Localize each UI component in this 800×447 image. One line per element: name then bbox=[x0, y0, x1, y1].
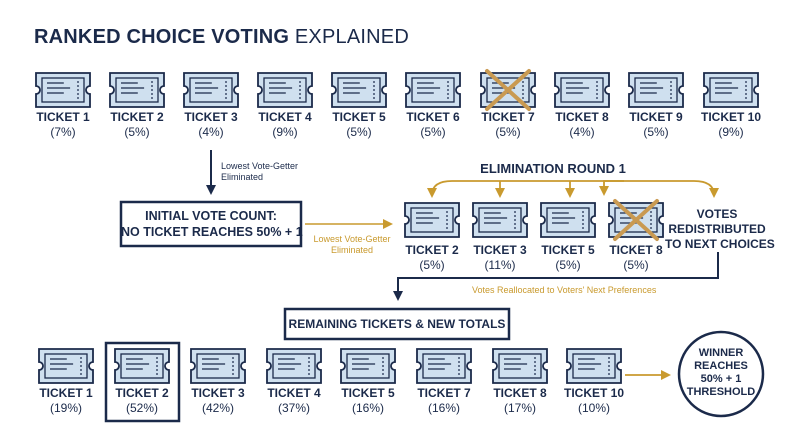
ticket-label: TICKET 9(5%) bbox=[629, 110, 683, 139]
ticket-label: TICKET 5(16%) bbox=[341, 386, 395, 415]
ticket-label: TICKET 8(17%) bbox=[493, 386, 547, 415]
reallocated-note: Votes Reallocated to Voters' Next Prefer… bbox=[472, 285, 657, 295]
title-bold: RANKED CHOICE VOTING bbox=[34, 26, 290, 48]
ticket-icon bbox=[340, 348, 396, 384]
ticket-label: TICKET 7(16%) bbox=[417, 386, 471, 415]
ticket-label: TICKET 3(11%) bbox=[473, 243, 527, 272]
initial-vote-box bbox=[119, 200, 303, 248]
ticket-label: TICKET 7(5%) bbox=[481, 110, 535, 139]
ticket-label: TICKET 6(5%) bbox=[406, 110, 460, 139]
page-title: RANKED CHOICE VOTING EXPLAINED bbox=[34, 26, 409, 49]
ticket-label: TICKET 10(9%) bbox=[700, 110, 762, 139]
ticket-icon bbox=[109, 72, 165, 108]
ticket-icon bbox=[566, 348, 622, 384]
ticket-icon bbox=[703, 72, 759, 108]
redistribution-arrows bbox=[427, 180, 719, 198]
ticket-label: TICKET 1(7%) bbox=[36, 110, 90, 139]
ticket-icon bbox=[257, 72, 313, 108]
ticket-icon bbox=[190, 348, 246, 384]
ticket-label: TICKET 8(5%) bbox=[609, 243, 663, 272]
ticket-label: TICKET 2(5%) bbox=[405, 243, 459, 272]
winner-circle bbox=[677, 330, 765, 418]
ticket-label: TICKET 4(9%) bbox=[258, 110, 312, 139]
ticket-label: TICKET 3(42%) bbox=[191, 386, 245, 415]
remaining-box bbox=[283, 307, 511, 341]
arrow-to-remaining bbox=[393, 252, 719, 301]
ticket-icon bbox=[405, 72, 461, 108]
elimination-round-title: ELIMINATION ROUND 1 bbox=[480, 161, 626, 176]
ticket-label: TICKET 4(37%) bbox=[267, 386, 321, 415]
ticket-label: TICKET 2(52%) bbox=[115, 386, 169, 415]
winner-highlight-box bbox=[104, 341, 181, 423]
initial-vote-text: INITIAL VOTE COUNT:NO TICKET REACHES 50%… bbox=[121, 209, 303, 239]
ticket-icon bbox=[628, 72, 684, 108]
eliminated-ticket-icon bbox=[480, 69, 536, 111]
ticket-label: TICKET 2(5%) bbox=[110, 110, 164, 139]
ticket-label: TICKET 8(4%) bbox=[555, 110, 609, 139]
ticket-label: TICKET 3(4%) bbox=[184, 110, 238, 139]
remaining-box-text: REMAINING TICKETS & NEW TOTALS bbox=[288, 317, 506, 331]
ticket-icon bbox=[266, 348, 322, 384]
ticket-icon bbox=[540, 202, 596, 238]
ticket-icon bbox=[183, 72, 239, 108]
ticket-label: TICKET 5(5%) bbox=[541, 243, 595, 272]
ticket-icon bbox=[472, 202, 528, 238]
ticket-icon bbox=[404, 202, 460, 238]
ticket-icon bbox=[114, 348, 170, 384]
eliminated-ticket-icon bbox=[608, 199, 664, 241]
ticket-label: TICKET 10(10%) bbox=[563, 386, 625, 415]
title-light: EXPLAINED bbox=[294, 26, 409, 48]
ticket-icon bbox=[554, 72, 610, 108]
ticket-icon bbox=[416, 348, 472, 384]
ticket-icon bbox=[492, 348, 548, 384]
ticket-icon bbox=[38, 348, 94, 384]
ticket-icon bbox=[35, 72, 91, 108]
ticket-icon bbox=[331, 72, 387, 108]
ticket-layer bbox=[35, 69, 759, 384]
ticket-label: TICKET 1(19%) bbox=[39, 386, 93, 415]
ticket-label: TICKET 5(5%) bbox=[332, 110, 386, 139]
